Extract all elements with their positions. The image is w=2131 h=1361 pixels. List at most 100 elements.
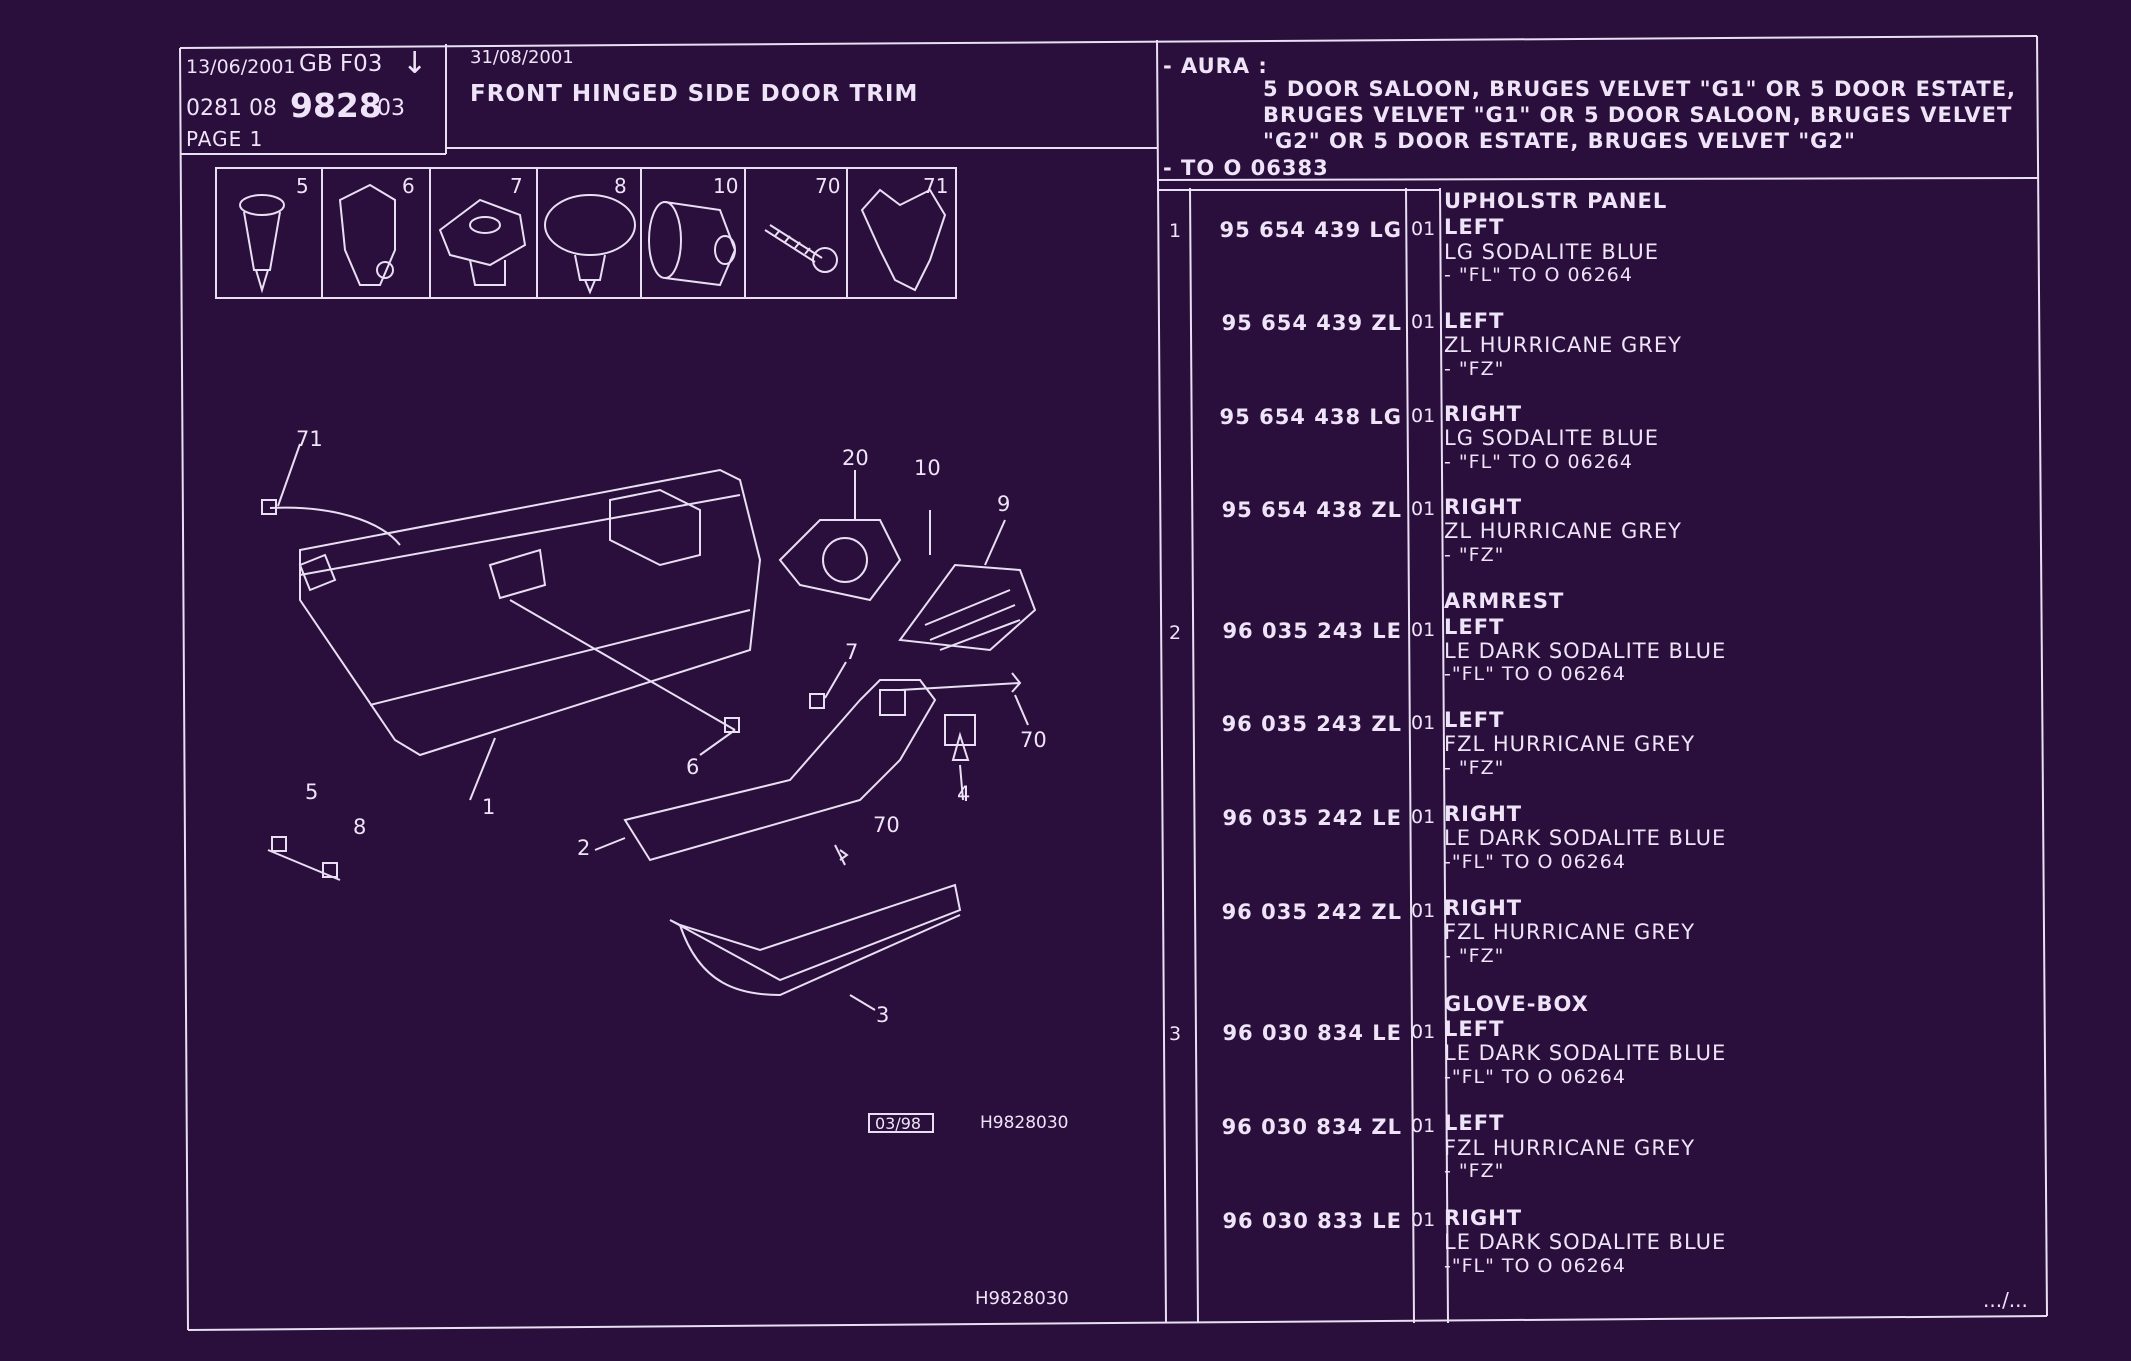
quantity: 01 (1411, 498, 1436, 520)
callout-6: 6 (686, 755, 700, 779)
quantity: 01 (1411, 1115, 1436, 1137)
part-number[interactable]: 96 035 243 LE (1222, 619, 1402, 643)
trim-desc: LE DARK SODALITE BLUE (1444, 639, 1727, 663)
page-number: PAGE 1 (186, 127, 264, 151)
diagram-stamp: 03/98 (875, 1114, 922, 1133)
issue-date: 31/08/2001 (470, 47, 574, 68)
callout-5: 5 (305, 780, 319, 804)
down-arrow-icon: ↓ (402, 46, 428, 81)
side-label: LEFT (1444, 615, 1505, 639)
callout-8: 8 (353, 815, 367, 839)
aura-to: - TO O 06383 (1163, 156, 1329, 180)
side-label: LEFT (1444, 1017, 1505, 1041)
trim-note: -"FL" TO O 06264 (1444, 1066, 1626, 1088)
ref-prefix: 0281 08 (186, 96, 277, 121)
trim-desc: LE DARK SODALITE BLUE (1444, 1041, 1727, 1065)
section-title: UPHOLSTR PANEL (1444, 189, 1668, 213)
thumb-label-70: 70 (815, 174, 841, 198)
part-number[interactable]: 95 654 439 ZL (1221, 311, 1402, 335)
section-title: ARMREST (1444, 589, 1565, 613)
thumb-label-10: 10 (713, 174, 739, 198)
trim-desc: ZL HURRICANE GREY (1444, 519, 1682, 543)
side-label: RIGHT (1444, 802, 1523, 826)
callout-1: 1 (482, 795, 496, 819)
callout-10: 10 (914, 456, 941, 480)
trim-desc: LE DARK SODALITE BLUE (1444, 1230, 1727, 1254)
side-label: LEFT (1444, 1111, 1505, 1135)
quantity: 01 (1411, 1021, 1436, 1043)
callout-4: 4 (957, 782, 971, 806)
callout-20: 20 (842, 446, 869, 470)
callout-2: 2 (577, 836, 591, 860)
leader-lines (267, 443, 1029, 1011)
bracket-6-icon (338, 183, 396, 286)
trim-desc: LG SODALITE BLUE (1444, 240, 1660, 264)
trim-note: - "FL" TO O 06264 (1444, 451, 1633, 473)
part-number[interactable]: 96 030 834 ZL (1221, 1115, 1402, 1139)
header-date: 13/06/2001 (186, 56, 296, 78)
part-number[interactable]: 96 035 242 ZL (1221, 900, 1402, 924)
trim-desc: LG SODALITE BLUE (1444, 426, 1660, 450)
trim-note: -"FL" TO O 06264 (1444, 663, 1626, 685)
part-number[interactable]: 96 030 834 LE (1222, 1021, 1402, 1045)
diagram-ref: H9828030 (980, 1113, 1069, 1133)
callout-70-lower: 70 (873, 813, 900, 837)
trim-desc: LE DARK SODALITE BLUE (1444, 826, 1727, 850)
trim-note: - "FZ" (1444, 757, 1505, 779)
callout-7: 7 (845, 640, 859, 664)
side-label: LEFT (1444, 708, 1505, 732)
trim-desc: FZL HURRICANE GREY (1444, 920, 1696, 944)
quantity: 01 (1411, 1209, 1436, 1231)
speaker-bracket-drawing (778, 519, 902, 602)
row-index: 1 (1169, 220, 1182, 242)
thumb-label-6: 6 (402, 174, 415, 198)
part-number[interactable]: 96 030 833 LE (1222, 1209, 1402, 1233)
part-number[interactable]: 96 035 242 LE (1222, 806, 1402, 830)
aura-line-2: BRUGES VELVET "G1" OR 5 DOOR SALOON, BRU… (1263, 103, 2013, 127)
push-pin-8-icon (544, 194, 636, 295)
trim-desc: FZL HURRICANE GREY (1444, 732, 1696, 756)
side-label: RIGHT (1444, 495, 1523, 519)
section-title: GLOVE-BOX (1444, 992, 1589, 1016)
retainer-7-icon (438, 198, 527, 286)
part-number[interactable]: 95 654 438 LG (1219, 405, 1402, 429)
trim-note: - "FZ" (1444, 544, 1505, 566)
quantity: 01 (1411, 218, 1436, 240)
page-title: FRONT HINGED SIDE DOOR TRIM (470, 81, 919, 107)
quantity: 01 (1411, 405, 1436, 427)
aura-line-1: 5 DOOR SALOON, BRUGES VELVET "G1" OR 5 D… (1263, 77, 2017, 101)
screw-70-icon (764, 224, 838, 273)
trim-note: - "FZ" (1444, 1160, 1505, 1182)
trim-desc: FZL HURRICANE GREY (1444, 1136, 1696, 1160)
side-label: LEFT (1444, 309, 1505, 333)
aura-label: - AURA : (1163, 54, 1268, 78)
continuation-mark: .../... (1983, 1288, 2028, 1312)
quantity: 01 (1411, 712, 1436, 734)
part-number[interactable]: 95 654 439 LG (1219, 218, 1402, 242)
nut-10-icon (648, 201, 737, 287)
part-number[interactable]: 95 654 438 ZL (1221, 498, 1402, 522)
quantity: 01 (1411, 619, 1436, 641)
quantity: 01 (1411, 806, 1436, 828)
row-index: 3 (1169, 1023, 1182, 1045)
aura-line-3: "G2" OR 5 DOOR ESTATE, BRUGES VELVET "G2… (1263, 129, 1856, 153)
trim-desc: ZL HURRICANE GREY (1444, 333, 1682, 357)
ref-suffix: 03 (377, 96, 405, 121)
callout-70-upper: 70 (1020, 728, 1047, 752)
trim-note: -"FL" TO O 06264 (1444, 851, 1626, 873)
trim-note: - "FZ" (1444, 945, 1505, 967)
quantity: 01 (1411, 311, 1436, 333)
row-index: 2 (1169, 622, 1182, 644)
side-label: RIGHT (1444, 1206, 1523, 1230)
trim-note: - "FZ" (1444, 358, 1505, 380)
callout-9: 9 (997, 492, 1011, 516)
armrest-drawing (623, 679, 937, 862)
part-number[interactable]: 96 035 243 ZL (1221, 712, 1402, 736)
speaker-grille-drawing (898, 563, 1037, 652)
callout-3: 3 (876, 1003, 890, 1027)
callout-71: 71 (296, 427, 323, 451)
thumb-label-71: 71 (923, 174, 949, 198)
clip-71-icon (860, 188, 947, 292)
ref-main: 9828 (290, 86, 382, 125)
